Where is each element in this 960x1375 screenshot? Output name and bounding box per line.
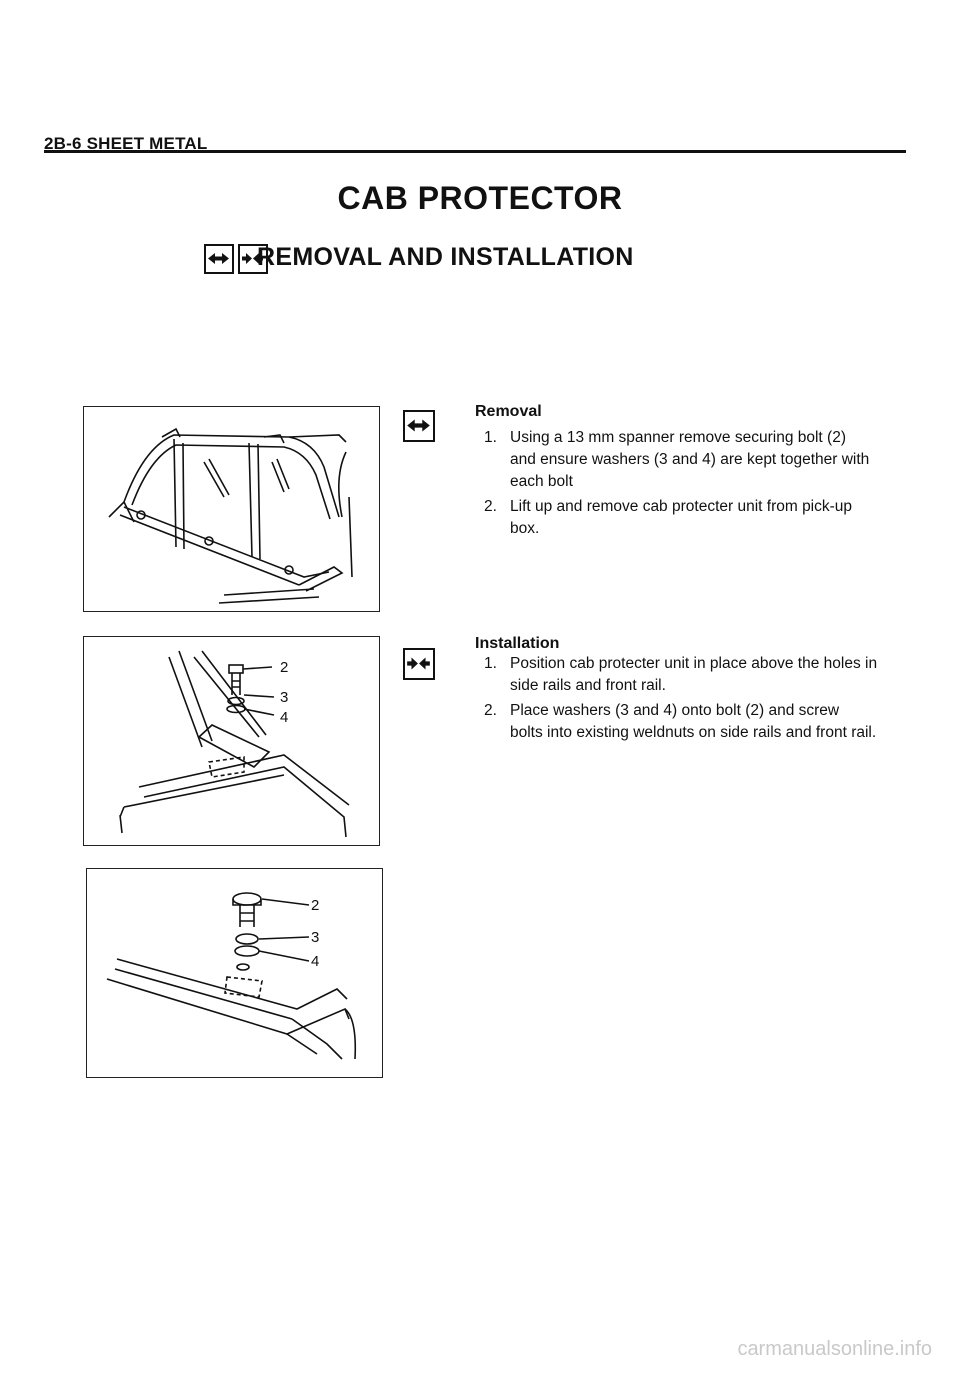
header-rule — [44, 150, 906, 153]
side-rail-bolt-illustration: 2 3 4 — [83, 636, 380, 846]
removal-arrows-icon — [204, 244, 234, 274]
installation-arrows-icon — [403, 648, 435, 680]
installation-step: 1. Position cab protecter unit in place … — [484, 653, 904, 697]
watermark-text: carmanualsonline.info — [737, 1338, 932, 1360]
step-text-line: Place washers (3 and 4) onto bolt (2) an… — [510, 702, 840, 719]
step-number: 2. — [484, 498, 497, 515]
step-text-line: Using a 13 mm spanner remove securing bo… — [510, 429, 846, 446]
removal-heading: Removal — [475, 403, 542, 420]
step-number: 2. — [484, 702, 497, 719]
callout-washer: 3 — [311, 929, 320, 946]
step-text-line: Lift up and remove cab protecter unit fr… — [510, 498, 853, 515]
callout-bolt: 2 — [280, 659, 289, 676]
step-text-line: Position cab protecter unit in place abo… — [510, 655, 878, 672]
installation-arrows-icon — [238, 244, 268, 274]
callout-washer: 3 — [280, 689, 289, 706]
callout-spring-washer: 4 — [280, 709, 289, 726]
callout-spring-washer: 4 — [311, 953, 320, 970]
cab-protector-illustration — [83, 406, 380, 612]
section-label: 2B-6 SHEET METAL — [44, 134, 208, 153]
removal-step: 1. Using a 13 mm spanner remove securing… — [484, 427, 904, 493]
installation-heading: Installation — [475, 635, 560, 652]
removal-arrows-icon — [403, 410, 435, 442]
front-rail-bolt-illustration: 2 3 4 — [86, 868, 383, 1078]
section-subtitle: REMOVAL AND INSTALLATION — [257, 243, 634, 271]
callout-bolt: 2 — [311, 897, 320, 914]
step-text-line: side rails and front rail. — [510, 677, 666, 694]
step-text-line: each bolt — [510, 473, 573, 490]
step-number: 1. — [484, 429, 497, 446]
step-text-line: box. — [510, 520, 540, 537]
step-text-line: and ensure washers (3 and 4) are kept to… — [510, 451, 870, 468]
step-number: 1. — [484, 655, 497, 672]
installation-step: 2. Place washers (3 and 4) onto bolt (2)… — [484, 700, 914, 744]
removal-step: 2. Lift up and remove cab protecter unit… — [484, 496, 904, 540]
step-text-line: bolts into existing weldnuts on side rai… — [510, 724, 877, 741]
page-title: CAB PROTECTOR — [337, 180, 623, 216]
